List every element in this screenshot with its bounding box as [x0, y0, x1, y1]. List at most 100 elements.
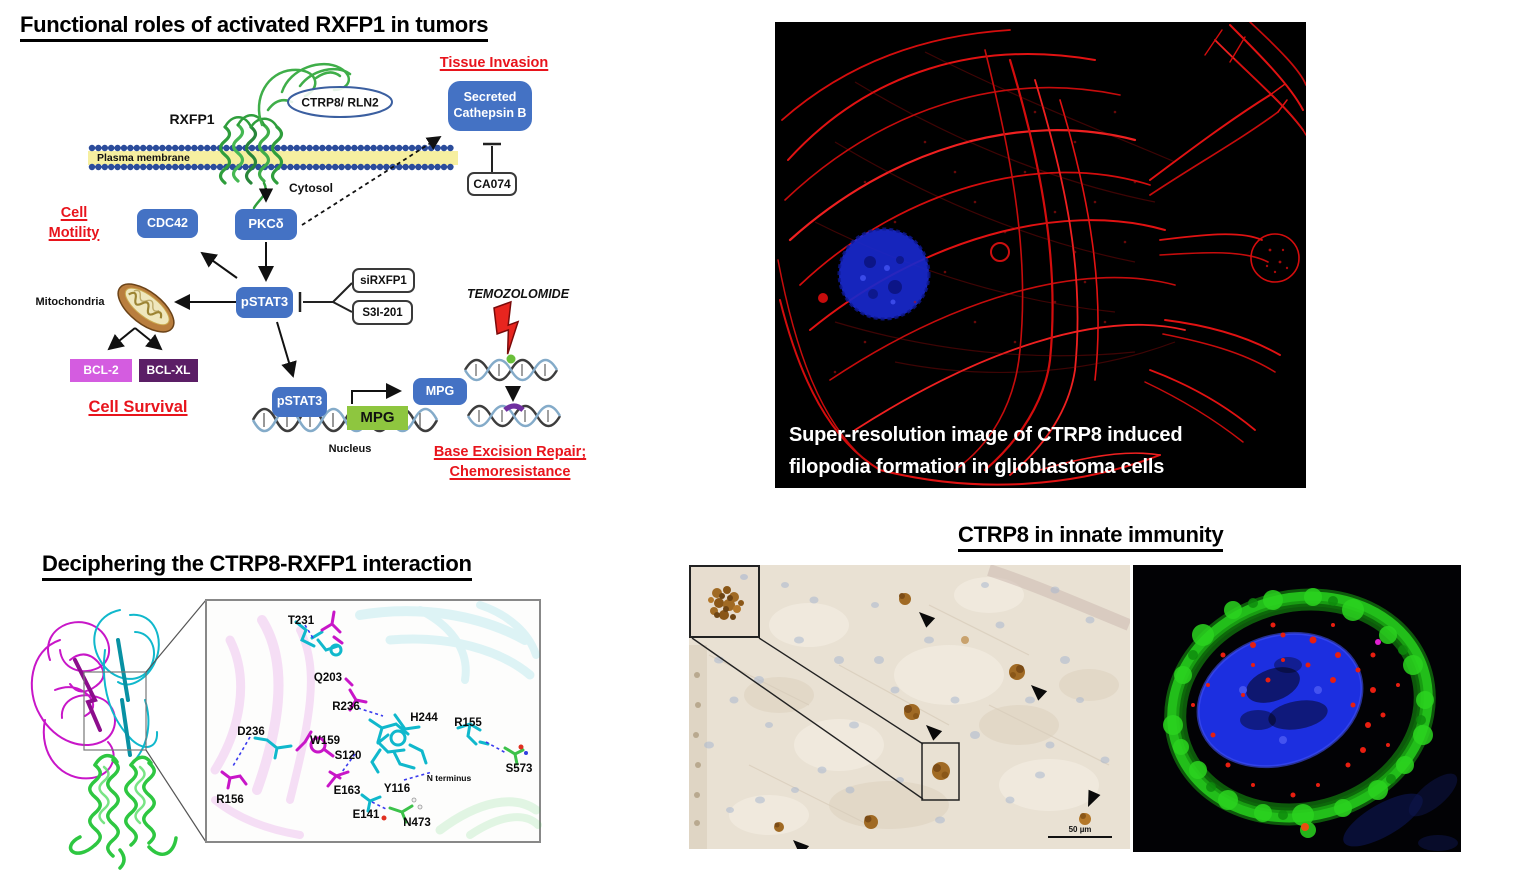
actin-filaments	[777, 29, 1186, 486]
ctrp8-positive-cells	[774, 593, 1091, 832]
mpg-protein-node: MPG	[413, 378, 467, 405]
ctrp8-ribbon-magenta	[30, 621, 116, 780]
temozolomide-lightning-icon	[493, 300, 520, 355]
ring-blobs	[1163, 588, 1434, 838]
nucleus-blue	[837, 227, 931, 321]
residue-label-E163: E163	[334, 785, 361, 797]
bclxl-node: BCL-XL	[139, 359, 198, 382]
pkc-delta-node: PKCδ	[235, 209, 297, 240]
pathway-title: Functional roles of activated RXFP1 in t…	[20, 12, 488, 42]
mitochondria-label: Mitochondria	[35, 296, 105, 308]
interaction-inset: T231 Q203 R236 H244 R155 D236 W159 S120 …	[205, 599, 542, 843]
base-excision-repair-label: Base Excision Repair;Chemoresistance	[433, 444, 587, 480]
residue-label-D236: D236	[237, 726, 265, 738]
residue-label-R156: R156	[216, 794, 244, 806]
inset-brown-cluster	[708, 574, 748, 620]
fluorescence-image	[1133, 565, 1461, 852]
residue-label-R236: R236	[332, 701, 360, 713]
ghost-ribbons	[210, 601, 542, 839]
filopodia	[1144, 22, 1306, 443]
rxfp1-lrr-ribbon-cyan	[93, 609, 160, 761]
superres-caption-line2: filopodia formation in glioblastoma cell…	[789, 456, 1165, 478]
mitochondrion	[117, 283, 175, 333]
residue-sticks	[220, 610, 525, 824]
ihc-image: 50 µm	[689, 565, 1130, 849]
structure-title: Deciphering the CTRP8-RXFP1 interaction	[42, 551, 472, 581]
pstat3-node: pSTAT3	[236, 287, 293, 318]
n-terminus-label: N terminus	[427, 773, 472, 783]
ctrp8-rln2-ellipse: CTRP8/ RLN2	[287, 86, 393, 118]
zoom-connector-top	[145, 599, 207, 673]
immunity-title: CTRP8 in innate immunity	[958, 522, 1224, 552]
residue-label-S120: S120	[335, 750, 362, 762]
inhibition-lines	[298, 142, 501, 313]
residue-label-R155: R155	[454, 717, 482, 729]
temozolomide-label: TEMOZOLOMIDE	[466, 287, 570, 301]
mpg-gene-node: MPG	[347, 406, 408, 430]
pstat3-nuclear-node: pSTAT3	[272, 387, 327, 417]
tissue-invasion-label: Tissue Invasion	[439, 55, 549, 71]
residue-label-E141: E141	[353, 809, 380, 821]
residue-label-N473: N473	[403, 817, 431, 829]
red-ring-dot	[990, 242, 1010, 262]
zoom-connector-bottom	[145, 749, 207, 843]
residue-label-H244: H244	[410, 712, 438, 724]
ca074-node: CA074	[467, 172, 517, 196]
s3i-201-node: S3I-201	[352, 300, 413, 325]
nucleus-label: Nucleus	[328, 443, 372, 455]
tissue-nuclei	[704, 582, 1110, 824]
residue-label-T231: T231	[288, 615, 315, 627]
blue-nucleus	[1196, 631, 1364, 769]
dna-repaired	[466, 403, 562, 428]
sirxfp1-node: siRXFP1	[352, 268, 415, 293]
dna-adduct-dot	[506, 354, 516, 364]
filament-mesh	[814, 51, 1176, 374]
arrowheads	[793, 612, 1101, 849]
magenta-punctum	[1375, 639, 1381, 645]
structure-panel: Deciphering the CTRP8-RXFP1 interaction	[0, 520, 660, 870]
cytoplasm-speckles	[833, 110, 1137, 374]
rxfp1-label: RXFP1	[169, 111, 215, 127]
residue-labels: T231 Q203 R236 H244 R155 D236 W159 S120 …	[216, 615, 532, 829]
residue-label-S573: S573	[506, 763, 533, 775]
zoom-source-box	[83, 671, 147, 751]
cdc42-node: CDC42	[137, 209, 198, 238]
cytosol-label: Cytosol	[289, 181, 334, 195]
ihc-inset	[689, 565, 760, 638]
bcl2-node: BCL-2	[70, 359, 132, 382]
superres-image: Super-resolution image of CTRP8 induced …	[775, 22, 1306, 488]
dna-damaged	[463, 354, 559, 382]
rxfp1-tm-ribbon-green	[68, 753, 178, 870]
pathway-art: Plasma membrane CTRP8/ RLN2	[88, 62, 562, 433]
pathway-panel: Plasma membrane CTRP8/ RLN2	[0, 0, 620, 515]
superres-art	[777, 22, 1306, 486]
inset-link-line-lower	[691, 637, 924, 800]
red-blob-dot	[818, 293, 828, 303]
plasma-membrane-label: Plasma membrane	[97, 152, 190, 164]
magnify-target-box	[921, 742, 960, 801]
red-puncta	[1191, 622, 1400, 831]
secreted-line1: Secreted	[463, 90, 517, 105]
scale-bar: 50 µm	[1048, 825, 1112, 838]
residue-label-Y116: Y116	[384, 783, 410, 795]
residue-label-Q203: Q203	[314, 672, 342, 684]
secreted-cathepsin-b-node: Secreted Cathepsin B	[448, 81, 532, 131]
ctrp8-rln2-label: CTRP8/ RLN2	[301, 96, 379, 110]
navy-background-shapes	[1343, 773, 1458, 851]
hydrogen-bonds	[232, 624, 507, 811]
structure-art: T231 Q203 R236 H244 R155 D236 W159 S120 …	[30, 599, 542, 870]
complex-ribbon	[30, 609, 178, 870]
secreted-line2: Cathepsin B	[453, 106, 527, 120]
inset-link-line-upper	[758, 637, 924, 745]
tissue-mottle	[689, 565, 1130, 849]
scale-bar-label: 50 µm	[1069, 825, 1092, 834]
pathway-arrows	[107, 136, 521, 404]
dna-purple-patch	[503, 403, 525, 412]
residue-label-W159: W159	[310, 735, 340, 747]
green-cell-ring	[1163, 588, 1436, 838]
stick-atom-tips	[381, 744, 528, 821]
cell-survival-label: Cell Survival	[88, 398, 188, 416]
knob-speckles	[1265, 248, 1289, 274]
immunity-panel: CTRP8 in innate immunity	[680, 515, 1536, 870]
